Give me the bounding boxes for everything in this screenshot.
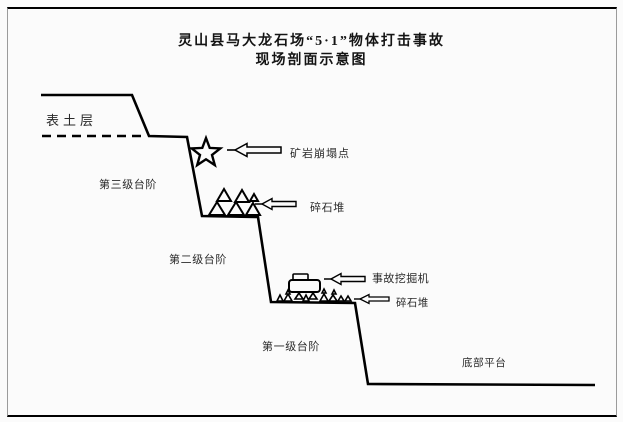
diagram-title-line2: 现场剖面示意图	[255, 53, 368, 68]
terrain-profile-line	[41, 93, 596, 387]
label-bench-first: 第一级台阶	[262, 341, 320, 353]
label-rubble-pile-lower: 碎石堆	[396, 298, 429, 309]
arrow-rubble-lower-icon	[354, 293, 390, 305]
label-rubble-pile-upper: 碎石堆	[310, 202, 345, 214]
excavator-icon	[288, 273, 321, 300]
diagram-title-line1: 灵山县马大龙石场“5·1”物体打击事故	[178, 34, 445, 49]
label-topsoil-layer: 表土层	[46, 113, 98, 128]
label-bottom-platform: 底部平台	[462, 358, 507, 369]
label-collapse-point: 矿岩崩塌点	[290, 148, 350, 160]
label-accident-excavator: 事故挖掘机	[372, 273, 429, 285]
arrow-rubble-upper-icon	[255, 197, 297, 211]
label-bench-second: 第二级台阶	[169, 254, 227, 266]
collapse-star-icon	[188, 134, 224, 168]
rubble-pile-upper-icon	[207, 187, 262, 216]
arrow-collapse-point-icon	[227, 142, 282, 158]
rubble-pile-lower-icon	[275, 287, 353, 302]
page-border-frame	[7, 7, 617, 417]
arrow-excavator-icon	[324, 272, 366, 286]
label-bench-third: 第三级台阶	[99, 179, 157, 191]
